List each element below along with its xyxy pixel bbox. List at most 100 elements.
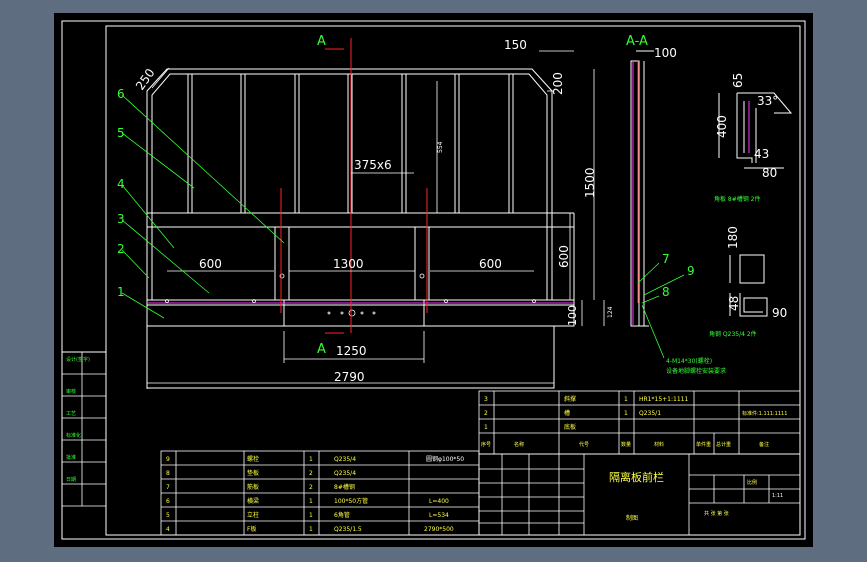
bom-r-qty-1: 1 xyxy=(624,410,628,417)
dim-180: 180 xyxy=(726,226,740,249)
detail1-caption: 角板 8#槽钢 2件 xyxy=(714,195,760,203)
bom-l-no-4: 5 xyxy=(166,512,170,519)
dim-43: 43 xyxy=(754,147,769,161)
detail-bracket-1 xyxy=(718,92,793,169)
side-table-label-2: 工艺 xyxy=(66,411,76,417)
dim-124: 124 xyxy=(607,306,614,318)
bom-r-h-3: 数量 xyxy=(621,441,631,448)
dim-375x6: 375x6 xyxy=(354,158,392,172)
scale-label: 比例 xyxy=(747,479,757,486)
part-label-4: 4 xyxy=(117,177,125,191)
dim-200: 200 xyxy=(551,72,565,95)
part-label-9: 9 xyxy=(687,264,695,278)
bom-r-name-2: 底板 xyxy=(564,423,576,431)
bom-r-h-7: 备注 xyxy=(759,441,769,448)
part-label-8: 8 xyxy=(662,285,670,299)
bom-l-mat-1: Q235/4 xyxy=(334,470,356,477)
bolt-holes xyxy=(165,273,536,317)
bom-l-no-3: 6 xyxy=(166,498,170,505)
dim-1250: 1250 xyxy=(336,344,367,358)
side-table-label-0: 设计(签字) xyxy=(66,356,90,363)
drawing-sheet: 设计(签字) 审核 工艺 标准化 批准 日期 xyxy=(54,13,813,547)
title-block-grid xyxy=(478,453,801,536)
bom-r-no-1: 2 xyxy=(484,410,488,417)
bom-l-no-2: 7 xyxy=(166,484,170,491)
dimension-lines xyxy=(146,50,605,389)
bom-l-mat-2: 8#槽钢 xyxy=(334,483,355,491)
bom-l-spec-5: 2790*500 xyxy=(424,526,454,533)
note-line-1: 4-M14*30(螺栓) xyxy=(666,357,712,365)
center-lines xyxy=(280,38,428,334)
section-title-aa: A-A xyxy=(626,34,648,49)
bom-l-name-5: F板 xyxy=(247,525,256,533)
bom-r-h-6: 总计重 xyxy=(716,441,731,448)
dim-554: 554 xyxy=(437,141,444,153)
bom-right-rows: 3 斜撑 1 HR1*15+1:1111 2 槽 1 Q235/1 标准件:1.… xyxy=(481,395,787,448)
dim-250: 250 xyxy=(133,66,158,93)
dim-80: 80 xyxy=(762,166,777,180)
bom-l-spec-3: L=400 xyxy=(429,498,449,505)
side-table-label-3: 标准化 xyxy=(66,432,81,439)
side-leaders xyxy=(637,262,685,359)
dim-90: 90 xyxy=(772,306,787,320)
side-table-label-5: 日期 xyxy=(66,477,76,483)
outer-frame xyxy=(61,20,806,540)
title-maker: 制图 xyxy=(626,514,638,522)
bom-r-h-2: 代号 xyxy=(579,441,589,448)
bom-l-no-0: 9 xyxy=(166,456,170,463)
bom-r-note-1: 标准件:1.111:1111 xyxy=(742,410,787,417)
drawing-title: 隔离板前栏 xyxy=(609,470,664,484)
dim-48: 48 xyxy=(727,296,741,311)
frame-outline xyxy=(146,68,553,300)
front-view xyxy=(146,68,575,389)
part-label-7: 7 xyxy=(662,252,670,266)
part-label-5: 5 xyxy=(117,126,125,140)
bom-l-name-3: 横梁 xyxy=(247,497,259,505)
bom-l-qty-1: 2 xyxy=(309,470,313,477)
bom-l-qty-2: 2 xyxy=(309,484,313,491)
bom-l-mat-0: Q235/4 xyxy=(334,456,356,463)
bom-r-name-1: 槽 xyxy=(564,409,570,417)
part-label-6: 6 xyxy=(117,87,125,101)
bom-l-qty-3: 1 xyxy=(309,498,313,505)
bom-l-no-1: 8 xyxy=(166,470,170,477)
dim-400: 400 xyxy=(715,115,729,138)
bom-l-note-0: 圆钢φ100*50 xyxy=(426,455,464,463)
detail2-caption: 角钢 Q235/4 2件 xyxy=(709,330,757,338)
dim-1300: 1300 xyxy=(333,257,364,271)
bom-l-mat-4: 6角管 xyxy=(334,511,350,519)
bom-r-h-0: 序号 xyxy=(481,441,491,448)
bom-r-no-0: 3 xyxy=(484,396,488,403)
detail-bracket-2 xyxy=(729,254,768,317)
dim-2790: 2790 xyxy=(334,370,365,384)
bom-r-name-0: 斜撑 xyxy=(564,395,576,403)
dim-33deg: 33° xyxy=(757,94,778,108)
part-label-3: 3 xyxy=(117,212,125,226)
note-line-2: 设备地脚螺栓安装要求 xyxy=(666,367,726,375)
side-stamp-table xyxy=(62,351,106,507)
part-label-2: 2 xyxy=(117,242,125,256)
scale-value: 1:11 xyxy=(772,493,783,499)
bom-l-name-0: 螺栓 xyxy=(247,455,259,463)
bom-left-rows: 9 螺栓 1 Q235/4 圆钢φ100*50 8 垫板 2 Q235/4 7 … xyxy=(166,455,464,533)
dim-65: 65 xyxy=(731,73,745,88)
part-label-1: 1 xyxy=(117,285,125,299)
side-table-label-4: 批准 xyxy=(66,454,76,461)
side-view xyxy=(630,50,654,327)
drawing-canvas: 设计(签字) 审核 工艺 标准化 批准 日期 xyxy=(61,20,806,540)
bom-r-qty-0: 1 xyxy=(624,396,628,403)
bom-l-name-4: 立柱 xyxy=(247,511,259,519)
dim-150: 150 xyxy=(504,38,527,52)
bom-l-spec-4: L=534 xyxy=(429,512,449,519)
dim-600-left: 600 xyxy=(199,257,222,271)
bom-r-h-5: 单件重 xyxy=(696,441,711,448)
sheet-count: 共 张 第 张 xyxy=(704,510,729,517)
bom-l-qty-4: 1 xyxy=(309,512,313,519)
dim-100-top: 100 xyxy=(654,46,677,60)
dim-100: 100 xyxy=(566,305,579,326)
bom-l-name-1: 垫板 xyxy=(247,469,259,477)
section-mark-top: A xyxy=(317,34,326,49)
bom-left-grid xyxy=(160,450,480,536)
dim-600-right: 600 xyxy=(557,245,571,268)
bom-r-h-1: 名称 xyxy=(514,441,524,448)
